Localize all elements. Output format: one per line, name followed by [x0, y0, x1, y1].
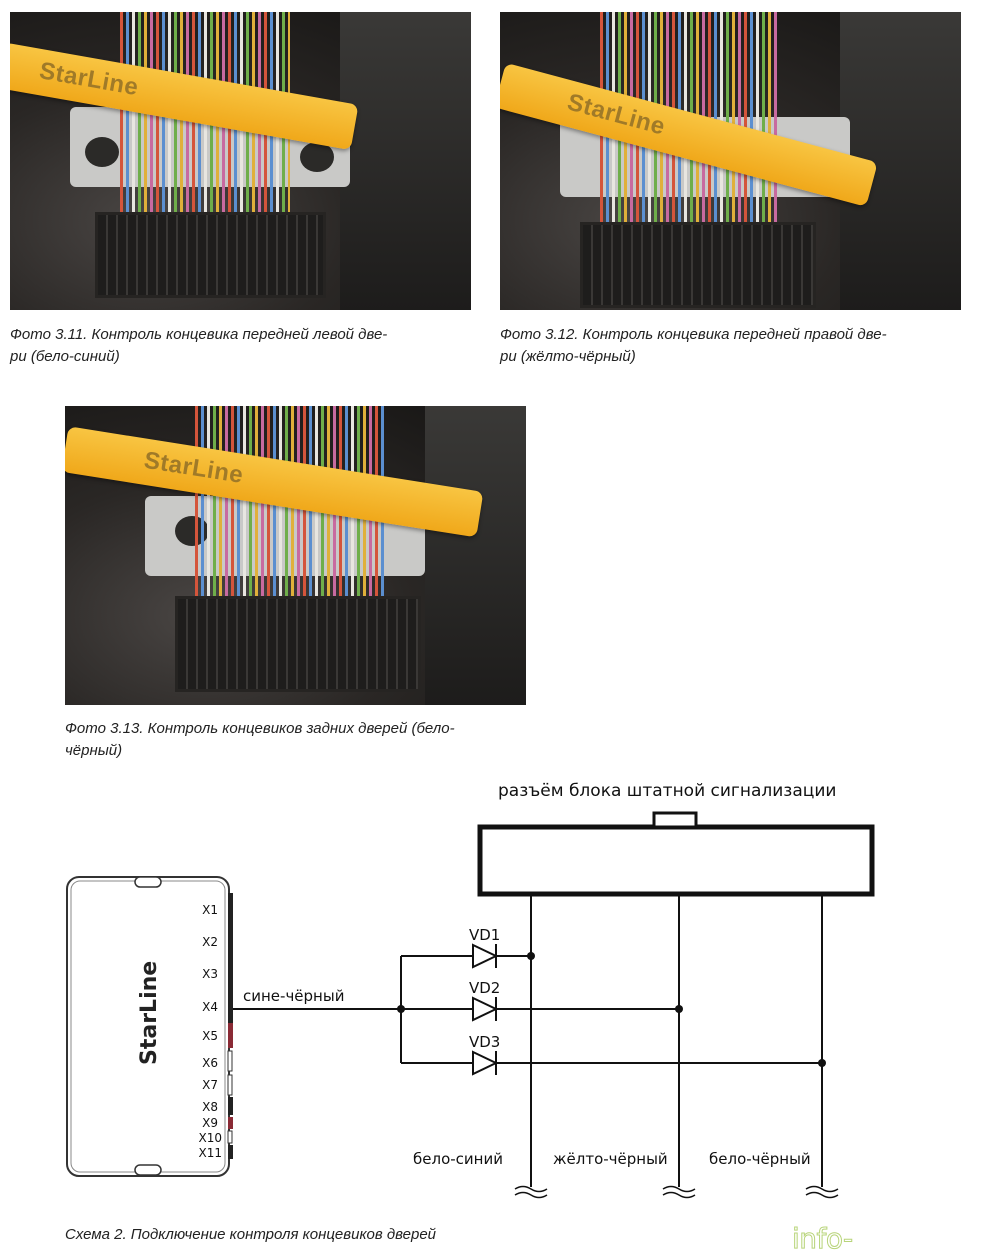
output-label: бело-синий: [413, 1150, 503, 1168]
alarm-connector: [477, 824, 875, 897]
caption-line: Фото 3.13. Контроль концевиков задних дв…: [65, 720, 455, 737]
module-logo: StarLine: [137, 961, 162, 1065]
pin-label: X1: [202, 903, 218, 917]
pin-label: X9: [202, 1116, 218, 1130]
photo-caption: Фото 3.12. Контроль концевика передней п…: [500, 324, 970, 368]
photo-3-13: StarLine: [65, 406, 526, 705]
pin-label: X8: [202, 1100, 218, 1114]
diodes: [472, 943, 499, 1076]
diode-vd1: [472, 943, 499, 969]
output-label: жёлто-чёрный: [553, 1150, 668, 1168]
photo-3-12: StarLine: [500, 12, 961, 310]
caption-line: ри (бело-синий): [10, 348, 120, 365]
wire-label: сине-чёрный: [243, 987, 344, 1005]
diode-vd2: [472, 996, 499, 1022]
wire-break-symbols: [514, 1185, 839, 1199]
connector-title: разъём блока штатной сигнализации: [498, 781, 836, 801]
connector-tab: [652, 811, 698, 829]
pin-label: X2: [202, 935, 218, 949]
caption-line: ри (жёлто-чёрный): [500, 348, 636, 365]
pin-label: X11: [199, 1146, 223, 1160]
pin-label: X3: [202, 967, 218, 981]
photo-caption: Фото 3.13. Контроль концевиков задних дв…: [65, 718, 535, 762]
caption-line: чёрный): [65, 742, 123, 759]
starline-module: StarLine X1 X2 X3 X4 X5 X6 X7 X8 X9 X10 …: [66, 876, 233, 1177]
caption-line: Фото 3.12. Контроль концевика передней п…: [500, 326, 887, 343]
wires: [233, 894, 823, 1187]
pin-label: X5: [202, 1029, 218, 1043]
watermark: info-myauto.ru: [792, 1222, 934, 1260]
output-label: бело-чёрный: [709, 1150, 811, 1168]
pin-label: X7: [202, 1078, 218, 1092]
junction-dots: [397, 952, 826, 1067]
photo-caption: Фото 3.11. Контроль концевика передней л…: [10, 324, 480, 368]
diode-label: VD3: [469, 1033, 500, 1051]
diagram-caption: Схема 2. Подключение контроля концевиков…: [65, 1226, 437, 1243]
pin-label: X6: [202, 1056, 218, 1070]
pin-label: X4: [202, 1000, 218, 1014]
diode-vd3: [472, 1050, 499, 1076]
diode-label: VD2: [469, 979, 500, 997]
diode-label: VD1: [469, 926, 500, 944]
pin-label: X10: [199, 1131, 223, 1145]
photo-3-11: StarLine: [10, 12, 471, 310]
caption-line: Фото 3.11. Контроль концевика передней л…: [10, 326, 388, 343]
